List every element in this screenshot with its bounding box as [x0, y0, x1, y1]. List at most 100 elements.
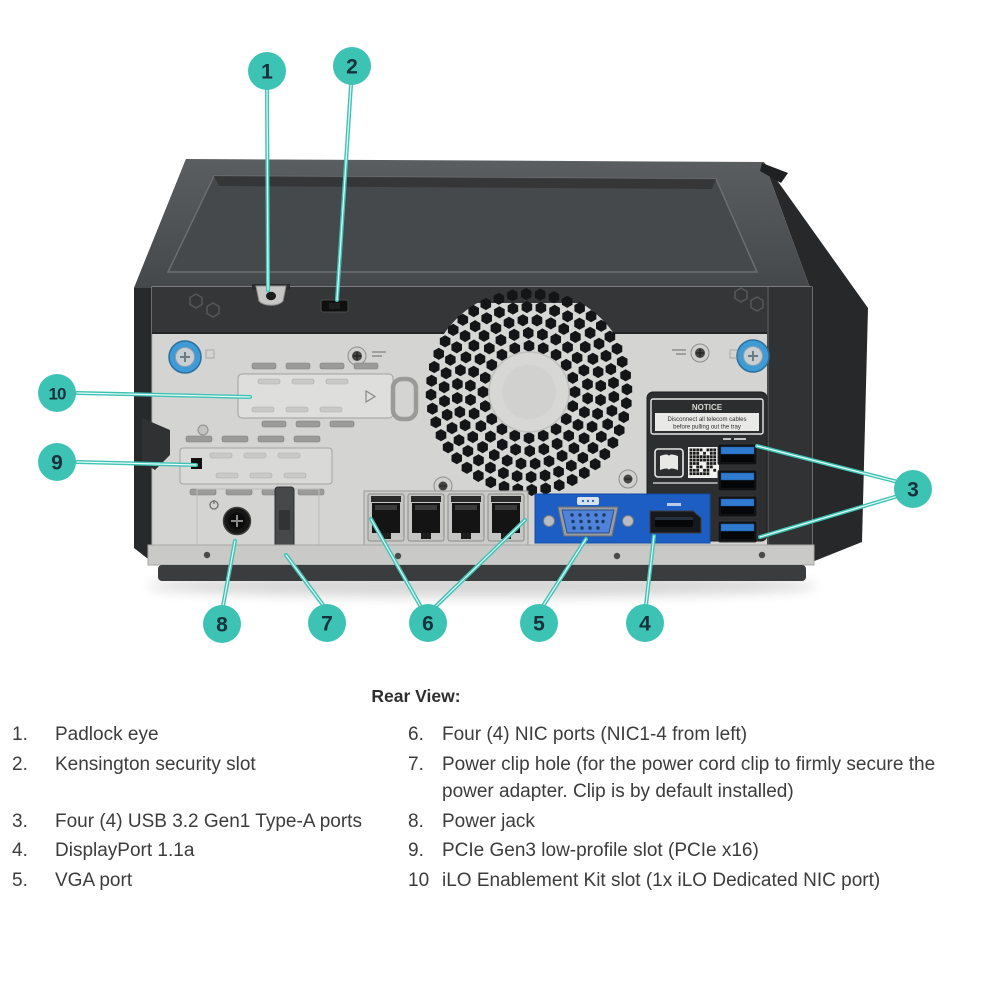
legend-item-8: 8. Power jack	[408, 808, 992, 836]
thumbscrew-left	[168, 340, 215, 374]
callout-badge-1: 1	[248, 52, 286, 90]
label-caption-bar	[653, 482, 719, 484]
video-io-panel	[534, 493, 711, 544]
usb-ports	[717, 438, 758, 543]
notice-title: NOTICE	[692, 403, 723, 412]
power-icon	[209, 500, 219, 510]
usb-port-1	[717, 443, 758, 466]
fan-hub	[488, 351, 570, 433]
legend-text: Kensington security slot	[55, 753, 256, 775]
callout-badge-9: 9	[38, 443, 76, 481]
legend-num: 9.	[408, 840, 424, 862]
qr-code	[688, 447, 719, 478]
hex-engravings	[189, 287, 764, 318]
displayport	[649, 503, 702, 534]
legend-item-4: 4. DisplayPort 1.1a	[12, 837, 408, 865]
legend-text: Padlock eye	[55, 724, 159, 745]
svg-text:10: 10	[49, 385, 66, 404]
retention-latch	[142, 418, 170, 470]
legend-text: DisplayPort 1.1a	[55, 840, 195, 862]
callout-lines	[75, 83, 900, 609]
svg-text:3: 3	[907, 479, 919, 502]
nic-ports	[363, 490, 529, 546]
svg-text:5: 5	[533, 613, 545, 636]
legend-num: 2.	[12, 753, 28, 775]
callout-badge-4: 4	[626, 604, 664, 642]
callout-line-2	[335, 83, 353, 302]
callout-line-8	[221, 539, 237, 608]
svg-text:2: 2	[346, 56, 358, 79]
svg-text:8: 8	[216, 614, 228, 637]
callout-badge-10: 10	[38, 374, 76, 412]
legend-item-1: 1. Padlock eye	[12, 721, 408, 749]
legend-item-3: 3. Four (4) USB 3.2 Gen1 Type-A ports	[12, 808, 408, 836]
legend-num: 8.	[408, 810, 424, 832]
callout-badge-8: 8	[203, 605, 241, 643]
notice-line1: Disconnect all telecom cables	[667, 417, 746, 423]
legend-num: 10	[408, 869, 430, 891]
chassis-right-side	[764, 162, 868, 562]
figure-caption: Rear View:	[371, 686, 461, 706]
usb-port-2	[717, 469, 758, 492]
nic-port-2	[407, 493, 445, 542]
svg-text:1: 1	[261, 61, 273, 84]
legend-item-6: 6. Four (4) NIC ports (NIC1-4 from left)	[408, 721, 992, 749]
notice-label: NOTICE Disconnect all telecom cables bef…	[650, 398, 764, 435]
vga-port	[543, 497, 634, 537]
padlock-eye	[252, 284, 290, 306]
callout-line-6	[369, 517, 527, 609]
callout-line-4	[644, 534, 656, 607]
svg-text:4: 4	[639, 613, 651, 636]
chassis-top	[134, 159, 810, 288]
callout-badge-3: 3	[894, 470, 932, 508]
legend-num: 3.	[12, 810, 28, 832]
callout-line-7	[284, 553, 325, 607]
legend-item-10: 10 iLO Enablement Kit slot (1x iLO Dedica…	[408, 867, 992, 895]
rear-view-figure: NOTICE Disconnect all telecom cables bef…	[38, 47, 932, 643]
legend-num: 4.	[12, 840, 28, 862]
nic-port-3	[447, 493, 485, 542]
callout-badge-5: 5	[520, 604, 558, 642]
legend-text: Power clip hole (for the power cord clip…	[442, 753, 936, 803]
nic-port-4	[487, 493, 525, 542]
legend-text: iLO Enablement Kit slot (1x iLO Dedicate…	[442, 869, 881, 891]
legend-text: PCIe Gen3 low-profile slot (PCIe x16)	[442, 840, 759, 862]
usb-port-3	[717, 495, 758, 518]
book-icon	[654, 448, 684, 478]
legend-text: Power jack	[442, 810, 535, 832]
legend-item-5: 5. VGA port	[12, 867, 408, 895]
svg-text:9: 9	[51, 452, 63, 475]
legend-num: 1.	[12, 724, 28, 745]
callout-badge-7: 7	[308, 604, 346, 642]
slot-pull-handle	[390, 376, 419, 422]
fan-grille	[425, 287, 633, 497]
callout-badge-6: 6	[409, 604, 447, 642]
svg-text:6: 6	[422, 613, 434, 636]
nic-port-1	[367, 493, 405, 542]
callout-line-3	[755, 444, 900, 539]
legend-item-7: 7. Power clip hole (for the power cord cl…	[408, 751, 992, 806]
chassis-bottom	[147, 544, 815, 581]
legend-text: Four (4) USB 3.2 Gen1 Type-A ports	[55, 810, 362, 832]
callout-line-1	[265, 88, 270, 292]
legend-text: Four (4) NIC ports (NIC1-4 from left)	[442, 724, 748, 745]
server-rear-illustration: NOTICE Disconnect all telecom cables bef…	[38, 47, 932, 643]
legend-num: 5.	[12, 869, 28, 891]
svg-text:7: 7	[321, 613, 333, 636]
legend-text: VGA port	[55, 869, 133, 891]
notice-line2: before pulling out the tray	[673, 425, 741, 431]
callout-badges: 1 2 3 4 5 6 7 8 9 10	[38, 47, 932, 643]
callout-line-5	[541, 537, 588, 608]
legend-item-9: 9. PCIe Gen3 low-profile slot (PCIe x16)	[408, 837, 992, 865]
callout-badge-2: 2	[333, 47, 371, 85]
thumbscrew-right	[729, 339, 770, 373]
legend-item-2: 2. Kensington security slot	[12, 751, 408, 806]
rear-right-band	[767, 287, 812, 548]
kensington-slot	[320, 299, 349, 313]
legend-num: 6.	[408, 724, 424, 745]
power-jack	[222, 506, 252, 536]
callout-line-10	[75, 391, 252, 399]
usb-port-4	[717, 520, 758, 543]
legend-num: 7.	[408, 753, 424, 775]
legend-list: 1. Padlock eye 6. Four (4) NIC ports (NIC1…	[0, 707, 1000, 894]
